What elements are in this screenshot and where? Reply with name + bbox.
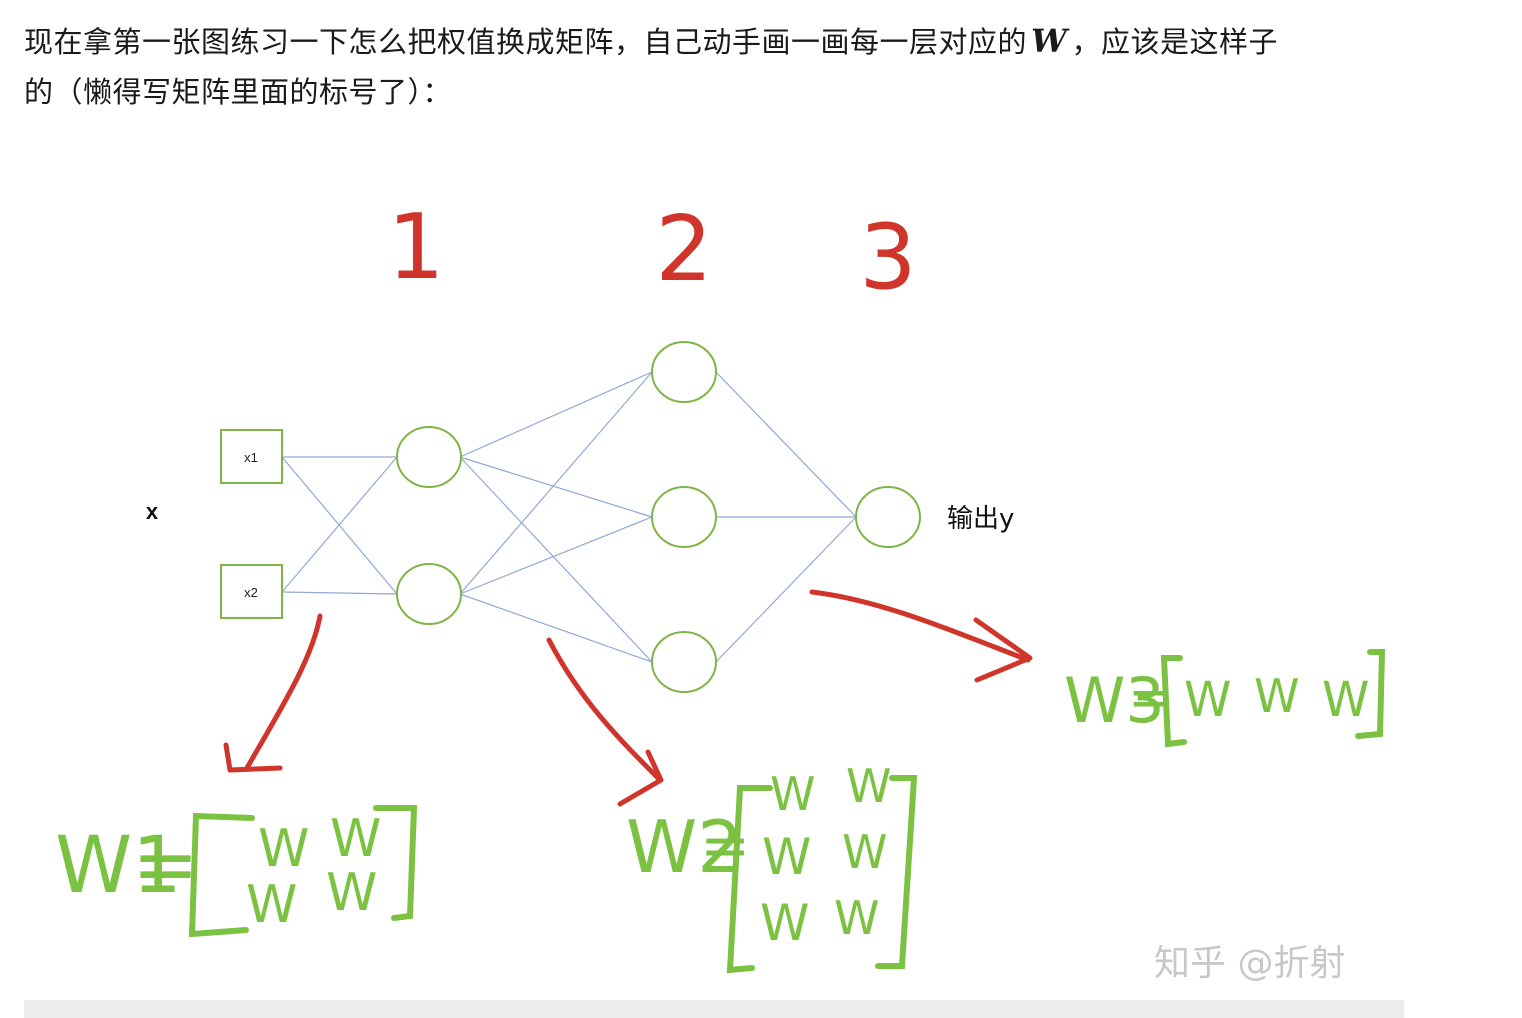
matrix-w1-cell: W xyxy=(330,809,381,869)
input-group-label: x xyxy=(146,499,159,524)
matrix-w1-cell: W xyxy=(246,875,297,935)
edge xyxy=(459,371,653,595)
matrix-w3-cell: W xyxy=(1254,669,1299,723)
matrix-w2-cell: W xyxy=(842,825,887,879)
input-box-x2 xyxy=(220,564,283,619)
matrix-w3-cell: W xyxy=(1184,672,1231,728)
edge xyxy=(459,516,653,595)
edge xyxy=(281,456,398,593)
matrix-w3-cell: W xyxy=(1322,672,1369,728)
edge xyxy=(281,591,398,595)
node-layer1-1 xyxy=(396,426,462,488)
layer-numbers: 1 2 3 xyxy=(387,195,916,310)
matrix-w2-cell: W xyxy=(846,759,891,813)
handwritten-arrows xyxy=(223,589,1033,807)
article-line-1-tail: ，应该是这样子 xyxy=(1071,25,1278,59)
watermark-text: 知乎 @折射 xyxy=(1154,943,1345,984)
matrix-w1-left-bracket xyxy=(188,812,255,938)
input-label-x1: x1 xyxy=(244,450,258,465)
matrix-w3: W3 = W W W xyxy=(1064,664,1369,737)
arrow-to-w2 xyxy=(546,637,663,783)
matrix-w1-cell: W xyxy=(258,819,309,879)
matrix-w2-cell: W xyxy=(834,891,879,945)
matrix-w2-cell: W xyxy=(762,828,811,886)
edge xyxy=(281,456,398,595)
matrix-w2-brackets xyxy=(726,775,918,974)
node-layer1-2 xyxy=(396,563,462,625)
output-label: 输出y xyxy=(947,504,1014,534)
matrix-w2-left-bracket xyxy=(726,785,773,974)
article-line-1-text: 现在拿第一张图练习一下怎么把权值换成矩阵，自己动手画一画每一层对应的 xyxy=(24,25,1028,59)
node-layer2-3 xyxy=(651,631,717,693)
matrix-w2-cell: W xyxy=(770,767,815,821)
layer-number-2: 2 xyxy=(655,197,712,302)
matrix-w3-left-bracket xyxy=(1160,655,1187,748)
node-layer2-1 xyxy=(651,341,717,403)
layer-number-3: 3 xyxy=(859,205,916,310)
edge xyxy=(715,371,857,518)
arrowhead-w2 xyxy=(617,749,664,807)
matrix-w2-name: W2 xyxy=(626,805,743,889)
edge xyxy=(459,456,653,518)
network-edges xyxy=(281,371,857,663)
matrix-w1-equals: = xyxy=(132,818,199,911)
node-output xyxy=(855,486,921,548)
arrow-to-w1 xyxy=(244,613,323,771)
scroll-divider xyxy=(24,1000,1404,1018)
math-symbol-w: W xyxy=(1031,22,1068,60)
edge xyxy=(715,516,857,663)
edge xyxy=(459,371,653,458)
matrix-w2-right-bracket xyxy=(875,775,918,969)
matrix-w1-right-bracket xyxy=(373,805,418,921)
node-layer2-2 xyxy=(651,486,717,548)
arrow-to-w3 xyxy=(809,589,1031,663)
matrix-w3-name: W3 xyxy=(1064,664,1165,737)
matrix-w1-brackets xyxy=(188,805,418,938)
arrowhead-w1 xyxy=(223,742,283,773)
matrix-w1-cell: W xyxy=(326,863,377,923)
matrix-w2: W2 = W W W W W W xyxy=(626,759,891,952)
matrix-w3-brackets xyxy=(1160,649,1386,748)
edge xyxy=(459,593,653,663)
layer-number-1: 1 xyxy=(387,195,444,300)
input-box-x1 xyxy=(220,429,283,484)
matrix-w2-cell: W xyxy=(760,894,809,952)
matrix-w2-equals: = xyxy=(700,811,750,881)
matrix-w1-name: W1 xyxy=(55,821,182,911)
article-line-2: 的（懒得写矩阵里面的标号了）： xyxy=(24,75,453,109)
input-label-x2: x2 xyxy=(244,585,258,600)
arrowhead-w3 xyxy=(973,617,1033,683)
matrix-w1: W1 = W W W W xyxy=(55,809,381,935)
network-nodes xyxy=(396,341,921,693)
edge xyxy=(459,456,653,663)
matrix-w3-right-bracket xyxy=(1355,649,1386,739)
